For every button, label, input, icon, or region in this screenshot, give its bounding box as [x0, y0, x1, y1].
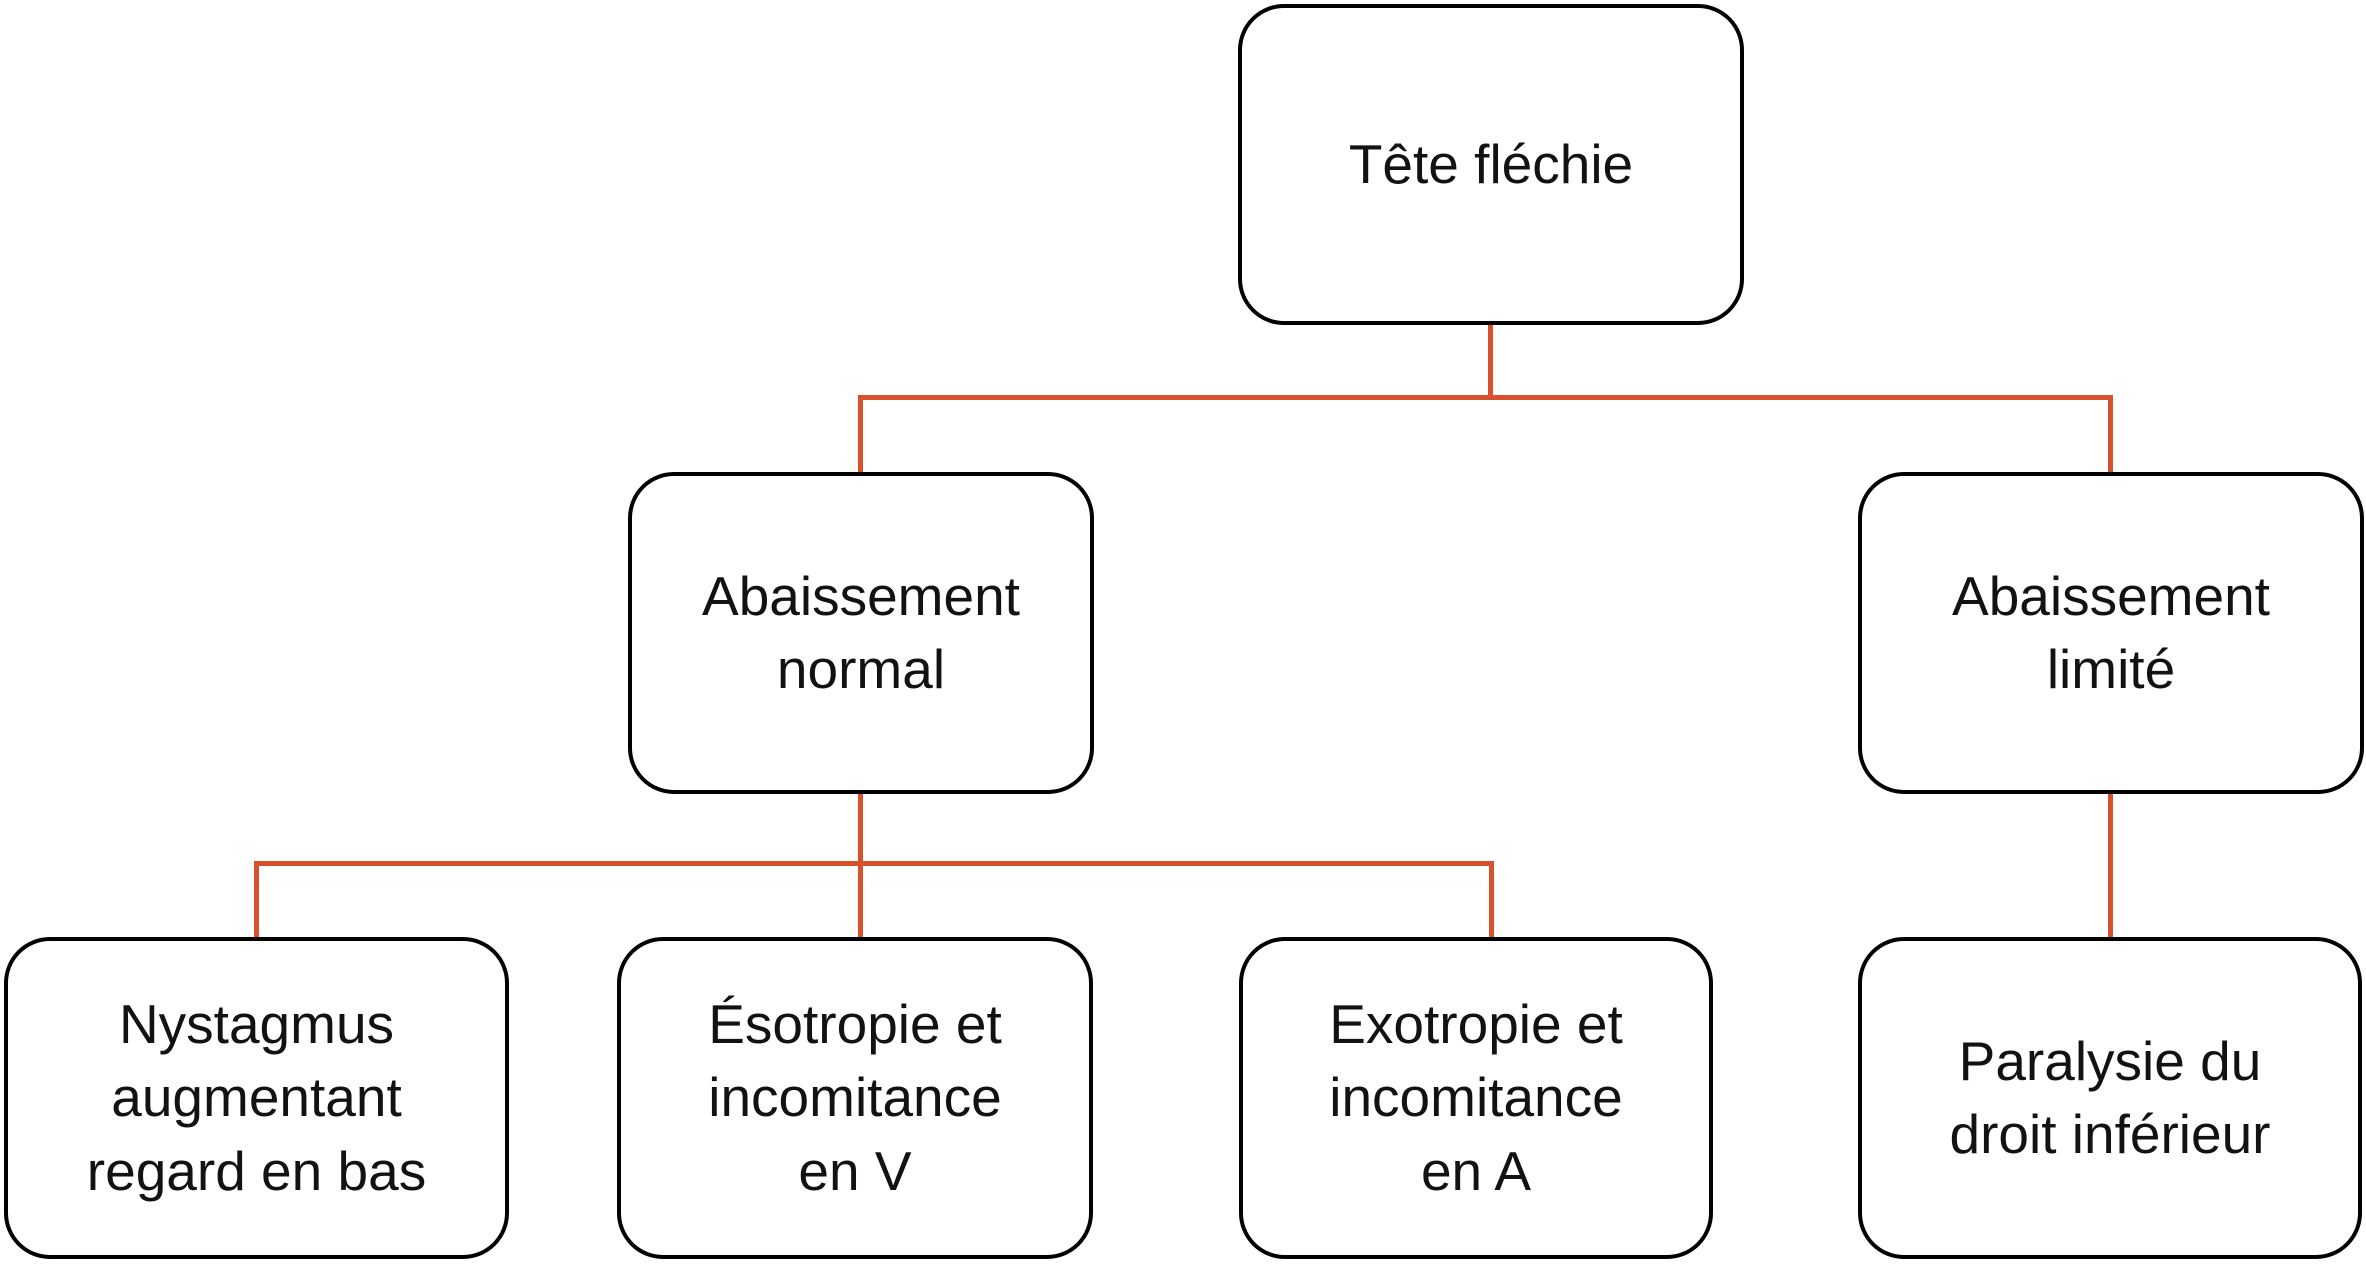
node-abaissement-limite: Abaissement limité	[1858, 472, 2364, 794]
connector-root-stem	[1488, 323, 1493, 397]
node-exotropie: Exotropie et incomitance en A	[1239, 937, 1713, 1259]
connector-abaissement-normal-stem	[858, 792, 863, 863]
connector-esotropie-drop	[858, 864, 863, 939]
node-tete-flechie: Tête fléchie	[1238, 4, 1744, 325]
connector-nystagmus-drop	[254, 864, 259, 939]
node-esotropie: Ésotropie et incomitance en V	[617, 937, 1093, 1259]
node-abaissement-normal: Abaissement normal	[628, 472, 1094, 794]
node-nystagmus: Nystagmus augmentant regard en bas	[4, 937, 509, 1259]
connector-exotropie-drop	[1489, 864, 1494, 939]
connector-abaissement-normal-drop	[858, 398, 863, 474]
connector-level2-rail	[254, 861, 1494, 866]
connector-level1-rail	[858, 395, 2113, 400]
connector-paralysie-drop	[2108, 792, 2113, 939]
node-paralysie: Paralysie du droit inférieur	[1858, 937, 2362, 1259]
connector-abaissement-limite-drop	[2108, 398, 2113, 474]
